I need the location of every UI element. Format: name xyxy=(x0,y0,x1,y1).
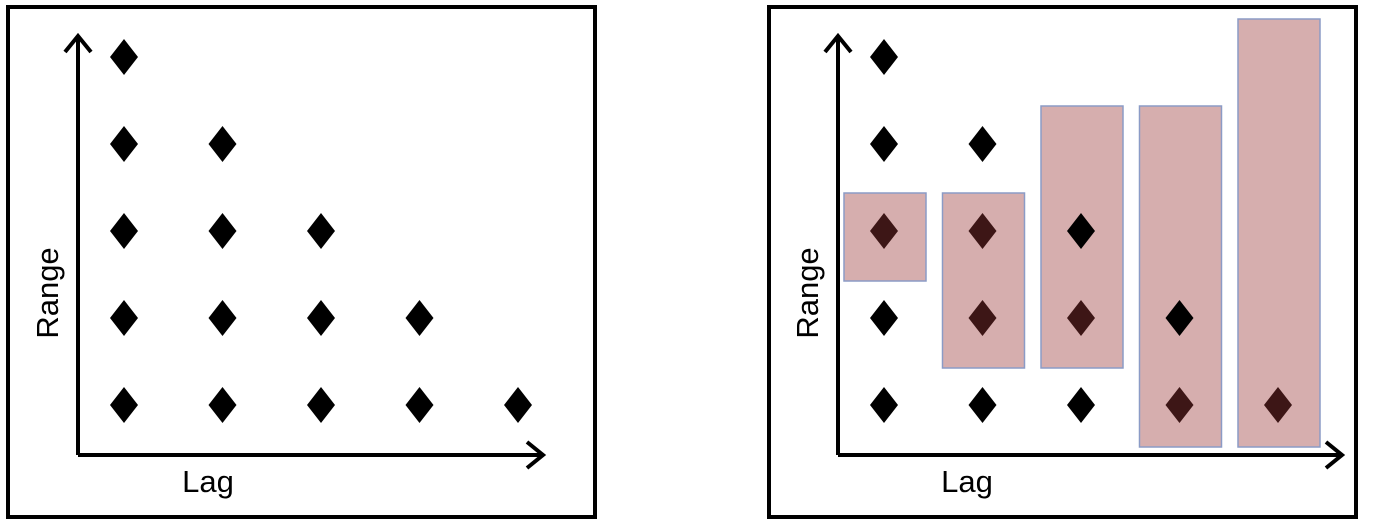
right-y-axis-label: Range xyxy=(790,247,825,338)
left-point-lag2-range3 xyxy=(208,213,237,249)
left-panel-frame xyxy=(6,5,597,519)
right-point-lag3-range3 xyxy=(1067,213,1095,249)
left-point-lag3-range3 xyxy=(307,213,335,249)
left-points xyxy=(110,39,532,423)
left-x-axis-arrowhead xyxy=(525,440,547,470)
left-x-axis-label: Lag xyxy=(182,464,234,499)
left-point-lag4-range2 xyxy=(405,300,434,336)
right-panel: Lag Range xyxy=(767,5,1358,519)
right-point-lag2-range1 xyxy=(968,387,997,423)
right-point-lag1-range2 xyxy=(870,300,898,336)
right-point-lag4-range1 xyxy=(1165,387,1194,423)
left-axes xyxy=(63,32,547,470)
right-points xyxy=(870,39,1292,423)
right-x-axis-label: Lag xyxy=(941,464,993,499)
right-point-lag2-range4 xyxy=(968,126,997,162)
left-point-lag1-range2 xyxy=(110,300,138,336)
right-point-lag3-range1 xyxy=(1067,387,1095,423)
right-point-lag1-range5 xyxy=(870,39,898,75)
right-point-lag1-range1 xyxy=(870,387,898,423)
left-point-lag1-range5 xyxy=(110,39,138,75)
left-point-lag1-range3 xyxy=(110,213,138,249)
right-highlight-box-lag-5 xyxy=(1237,18,1321,448)
right-x-axis-arrowhead xyxy=(1324,440,1346,470)
right-point-lag2-range3 xyxy=(968,213,997,249)
right-axes xyxy=(823,32,1346,470)
right-y-axis-arrowhead xyxy=(823,32,853,54)
left-point-lag2-range4 xyxy=(208,126,237,162)
right-panel-frame xyxy=(767,5,1358,519)
right-point-lag2-range2 xyxy=(968,300,997,336)
left-y-axis-arrowhead xyxy=(63,32,93,54)
right-point-lag5-range1 xyxy=(1264,387,1292,423)
left-point-lag3-range1 xyxy=(307,387,335,423)
right-highlight-box-lag-2 xyxy=(941,192,1026,369)
left-y-axis-label: Range xyxy=(30,247,65,338)
left-point-lag4-range1 xyxy=(405,387,434,423)
right-point-lag4-range2 xyxy=(1165,300,1194,336)
left-point-lag5-range1 xyxy=(504,387,532,423)
left-point-lag2-range2 xyxy=(208,300,237,336)
left-point-lag1-range1 xyxy=(110,387,138,423)
left-point-lag3-range2 xyxy=(307,300,335,336)
right-point-lag3-range2 xyxy=(1067,300,1095,336)
right-point-lag1-range4 xyxy=(870,126,898,162)
right-point-lag1-range3 xyxy=(870,213,898,249)
left-point-lag1-range4 xyxy=(110,126,138,162)
left-panel: Lag Range xyxy=(6,5,597,519)
left-point-lag2-range1 xyxy=(208,387,237,423)
